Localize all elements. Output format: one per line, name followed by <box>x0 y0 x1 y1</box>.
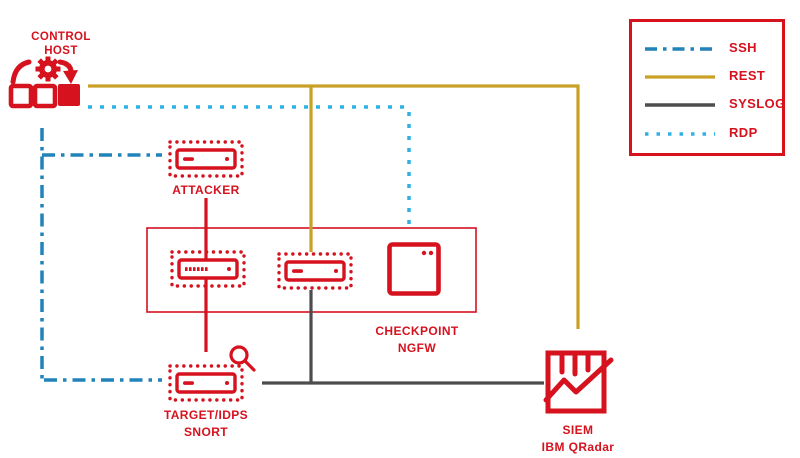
ssh-line-sample <box>645 47 715 51</box>
legend-label-rdp: RDP <box>729 125 758 140</box>
siem-label: SIEM IBM QRadar <box>541 423 615 454</box>
legend-row-ssh: SSH <box>632 39 782 59</box>
legend-row-syslog: SYSLOG <box>632 95 785 115</box>
rest-line-control-to-siem <box>88 84 580 329</box>
rest-line-sample <box>645 75 715 79</box>
search-icon <box>229 345 256 372</box>
target-label: TARGET/IDPS SNORT <box>163 408 249 439</box>
legend-label-ssh: SSH <box>729 40 757 55</box>
legend-label-rest: REST <box>729 68 766 83</box>
automation-gear-icon <box>8 56 80 109</box>
target-server-icon <box>168 364 244 402</box>
mgmt-server-icon <box>277 252 353 290</box>
chart-icon <box>543 350 614 414</box>
attacker-label: ATTACKER <box>172 183 240 197</box>
rdp-line-sample <box>645 132 715 136</box>
legend-label-syslog: SYSLOG <box>729 96 786 111</box>
patch-server-icon <box>170 250 246 288</box>
syslog-line-sample <box>645 103 715 107</box>
attacker-server-icon <box>168 140 244 178</box>
control-host-label: CONTROL HOST <box>31 31 91 57</box>
checkpoint-label: CHECKPOINT NGFW <box>375 324 459 355</box>
firewall-icon <box>387 242 441 296</box>
legend-box: SSH REST SYSLOG RDP <box>629 19 785 156</box>
legend-row-rdp: RDP <box>632 124 782 144</box>
legend-row-rest: REST <box>632 67 782 87</box>
